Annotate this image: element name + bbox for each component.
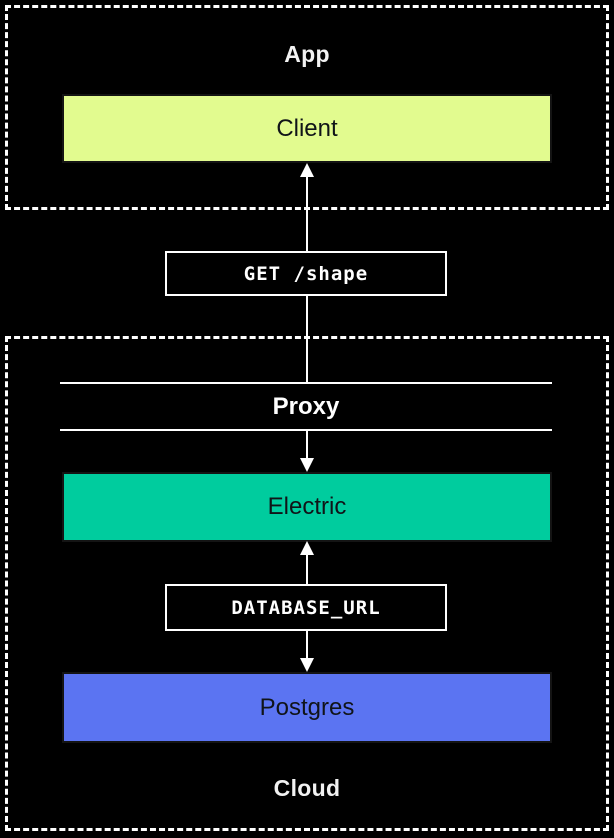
client-node: Client: [62, 94, 552, 163]
app-group-label: App: [284, 41, 330, 67]
proxy-node: Proxy: [60, 382, 552, 431]
postgres-node-label: Postgres: [259, 693, 355, 721]
edge-line-proxy-electric: [306, 430, 308, 460]
arrowhead-down-icon: [300, 458, 314, 472]
arrowhead-up-icon: [300, 163, 314, 177]
electric-node: Electric: [62, 472, 552, 542]
proxy-node-label: Proxy: [272, 392, 340, 420]
arrowhead-down-icon: [300, 658, 314, 672]
edge-label-database-url: DATABASE_URL: [165, 584, 447, 631]
edge-label-get-shape: GET /shape: [165, 251, 447, 296]
arrowhead-up-icon: [300, 541, 314, 555]
client-node-label: Client: [276, 114, 338, 142]
edge-line-getshape-proxy: [306, 295, 308, 384]
electric-node-label: Electric: [267, 493, 347, 520]
edge-label-database-url-text: DATABASE_URL: [231, 596, 381, 619]
edge-line-electric-databaseurl: [306, 553, 308, 585]
edge-line-databaseurl-postgres: [306, 630, 308, 660]
postgres-node: Postgres: [62, 672, 552, 743]
edge-line-client-getshape: [306, 175, 308, 252]
cloud-group-label: Cloud: [273, 775, 341, 801]
edge-label-get-shape-text: GET /shape: [243, 262, 369, 285]
